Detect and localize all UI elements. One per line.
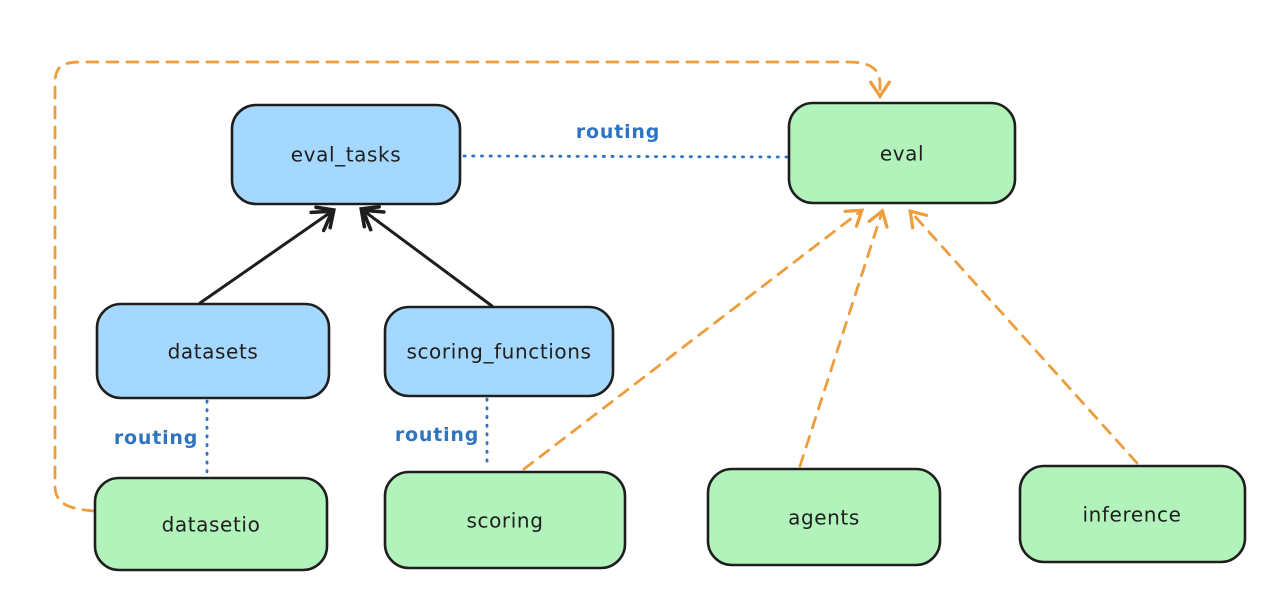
node-datasetio: datasetio <box>93 476 329 572</box>
edge-agents-to-eval-dashed-arrow <box>798 208 889 468</box>
node-scoring-functions-box <box>383 305 615 398</box>
node-eval-tasks-box <box>230 103 462 206</box>
node-eval-tasks-label: eval_tasks <box>291 143 401 167</box>
node-agents: agents <box>706 467 942 567</box>
node-eval-tasks: eval_tasks <box>230 103 462 206</box>
routing-label-eval-tasks-eval: routing <box>576 121 660 143</box>
routing-label-scoring-functions-scoring: routing <box>395 424 479 446</box>
node-agents-box <box>706 467 942 567</box>
node-inference: inference <box>1018 464 1247 564</box>
edge-eval-tasks-eval-routing-dotted <box>462 154 789 159</box>
edge-scoring-to-eval-dashed-arrow <box>522 208 865 471</box>
node-inference-label: inference <box>1082 503 1181 527</box>
edge-datasetio-to-eval-dashed-arrow <box>53 60 891 513</box>
node-inference-box <box>1018 464 1247 564</box>
edge-scoring-functions-to-eval-tasks-arrow <box>359 205 494 308</box>
node-datasets-box <box>95 302 331 400</box>
node-datasets: datasets <box>95 302 331 400</box>
node-datasetio-label: datasetio <box>162 513 261 537</box>
node-agents-label: agents <box>788 506 860 530</box>
node-eval-label: eval <box>880 142 924 166</box>
node-scoring: scoring <box>383 470 627 570</box>
routing-label-datasets-datasetio: routing <box>114 427 198 449</box>
edge-datasets-to-eval-tasks-arrow <box>198 205 336 305</box>
node-scoring-functions-label: scoring_functions <box>406 340 591 364</box>
node-datasets-label: datasets <box>168 340 259 364</box>
node-eval-box <box>787 101 1017 205</box>
node-eval: eval <box>787 101 1017 205</box>
node-datasetio-box <box>93 476 329 572</box>
node-scoring-functions: scoring_functions <box>383 305 615 398</box>
node-scoring-box <box>383 470 627 570</box>
edge-inference-to-eval-dashed-arrow <box>908 208 1139 465</box>
node-scoring-label: scoring <box>466 509 543 533</box>
